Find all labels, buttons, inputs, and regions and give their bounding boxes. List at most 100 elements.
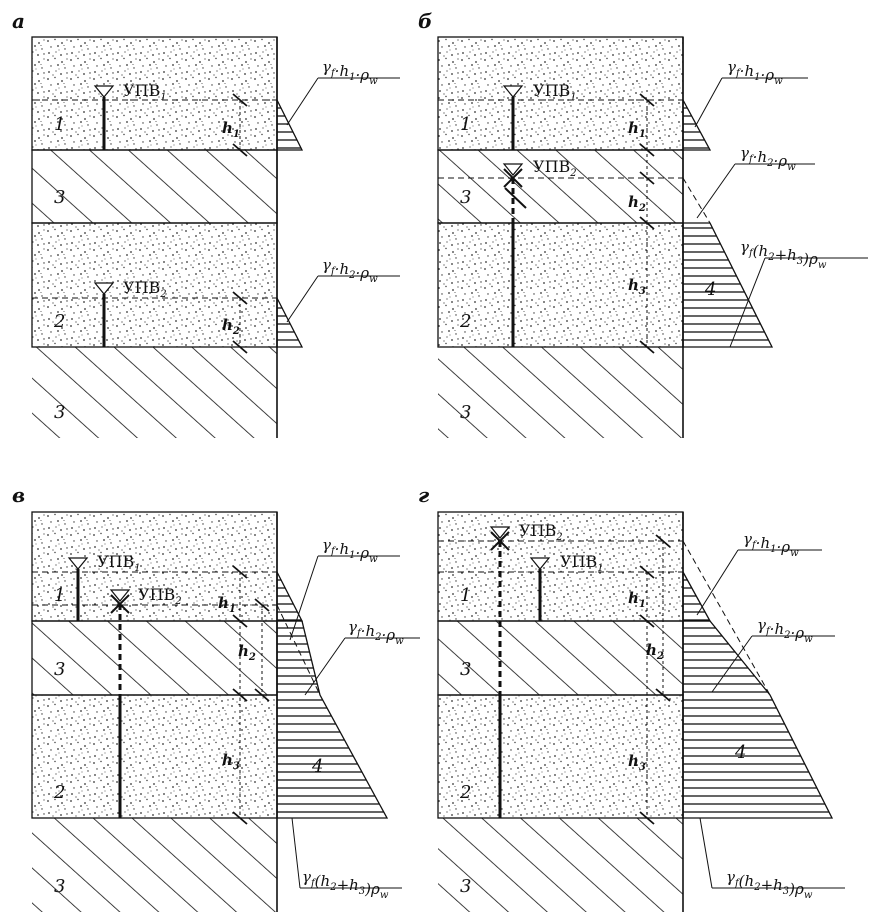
dimension-tick: [232, 811, 248, 825]
clay-layer: [31, 620, 278, 696]
dimension-tick: [639, 216, 655, 230]
layer-label: 3: [460, 876, 471, 897]
leader-line: [711, 635, 753, 693]
dimension-tick: [639, 143, 655, 157]
pressure-diagram: [682, 222, 774, 348]
layer-label: 2: [459, 311, 471, 332]
height-label: h2: [238, 642, 256, 663]
water-level-label: УПВ1: [533, 81, 577, 103]
sand-layer: [437, 511, 684, 622]
panel-label: б: [418, 9, 432, 33]
pressure-diagram: [276, 297, 304, 348]
leader-line: [291, 817, 301, 889]
dimension-tick: [639, 565, 655, 579]
pressure-diagram: [276, 620, 389, 819]
pressure-label: γf·h2·ρw: [348, 618, 404, 647]
dimension-tick: [232, 93, 248, 107]
dimension-tick: [655, 534, 671, 548]
pressure-label: γf·h2·ρw: [757, 616, 813, 645]
sand-layer: [31, 222, 278, 348]
pressure-diagram: [276, 99, 304, 151]
layer-label: 3: [460, 187, 471, 208]
pressure-label: γf(h2+h3)ρw: [726, 868, 813, 901]
sand-layer: [31, 694, 278, 819]
leader-line: [286, 275, 319, 323]
water-level-label: УПВ1: [97, 552, 141, 574]
height-label: h3: [628, 276, 646, 297]
clay-layer: [437, 620, 684, 696]
height-label: h1: [628, 589, 646, 610]
panel-g: 1323гУПВ2УПВ1h1h2h34γf·h1·ρwγf·h2·ρwγf(h…: [418, 483, 845, 912]
clay-layer: [32, 347, 277, 438]
layer-label: 3: [54, 187, 65, 208]
layer-label: 3: [54, 402, 65, 423]
clay-layer: [32, 818, 277, 912]
layer-label: 1: [54, 585, 65, 606]
dimension-tick: [232, 291, 248, 305]
sand-layer: [437, 222, 684, 348]
zone-label: 4: [734, 742, 746, 763]
line: [504, 187, 527, 209]
dimension-tick: [254, 688, 270, 702]
pressure-label: γf·h1·ρw: [727, 58, 783, 87]
pressure-label: γf·h1·ρw: [322, 58, 378, 87]
panel-label: г: [418, 483, 430, 507]
pressure-dashed-line: [682, 177, 711, 224]
leader-line: [304, 637, 346, 696]
clay-layer: [438, 347, 683, 438]
dimension-tick: [254, 598, 270, 612]
dimension-tick: [655, 688, 671, 702]
dimension-tick: [232, 688, 248, 702]
pressure-label: γf·h1·ρw: [743, 530, 799, 559]
pressure-label: γf(h2+h3)ρw: [302, 868, 389, 901]
layer-label: 1: [460, 114, 471, 135]
dimension-tick: [639, 811, 655, 825]
layer-label: 3: [54, 876, 65, 897]
zone-label: 4: [704, 279, 716, 300]
layer-label: 2: [53, 311, 65, 332]
zone-label: 4: [311, 756, 323, 777]
sand-layer: [31, 511, 278, 622]
leader-line: [696, 549, 739, 616]
layer-label: 1: [460, 585, 471, 606]
dimension-tick: [232, 614, 248, 628]
height-label: h2: [222, 316, 240, 337]
height-label: h3: [222, 751, 240, 772]
water-level-label: УПВ2: [123, 278, 167, 300]
height-label: h3: [628, 752, 646, 773]
dimension-tick: [232, 565, 248, 579]
dimension-tick: [639, 340, 655, 354]
height-label: h1: [218, 594, 236, 615]
water-level-label: УПВ1: [123, 81, 167, 103]
pressure-label: γf·h2·ρw: [740, 144, 796, 173]
leader-line: [699, 817, 713, 889]
water-level-label: УПВ1: [560, 552, 604, 574]
pressure-diagram: [276, 571, 304, 622]
layer-label: 1: [54, 114, 65, 135]
leader-line: [729, 257, 766, 348]
dimension-tick: [232, 143, 248, 157]
pressure-label: γf·h2·ρw: [322, 256, 378, 285]
height-label: h2: [646, 641, 664, 662]
leader-line: [696, 163, 736, 219]
height-label: h2: [628, 193, 646, 214]
leader-line: [694, 77, 723, 128]
pressure-diagram: [682, 571, 712, 622]
dimension-tick: [639, 614, 655, 628]
water-level-label: УПВ2: [138, 585, 182, 607]
height-label: h1: [628, 119, 646, 140]
height-label: h1: [222, 119, 240, 140]
layer-label: 3: [460, 659, 471, 680]
clay-layer: [438, 818, 683, 912]
water-level-label: УПВ2: [533, 157, 577, 179]
leader-line: [286, 77, 319, 126]
layer-label: 2: [459, 782, 471, 803]
panel-label: в: [12, 483, 25, 507]
leader-line: [289, 555, 319, 641]
dimension-tick: [639, 93, 655, 107]
clay-layer: [31, 149, 278, 224]
